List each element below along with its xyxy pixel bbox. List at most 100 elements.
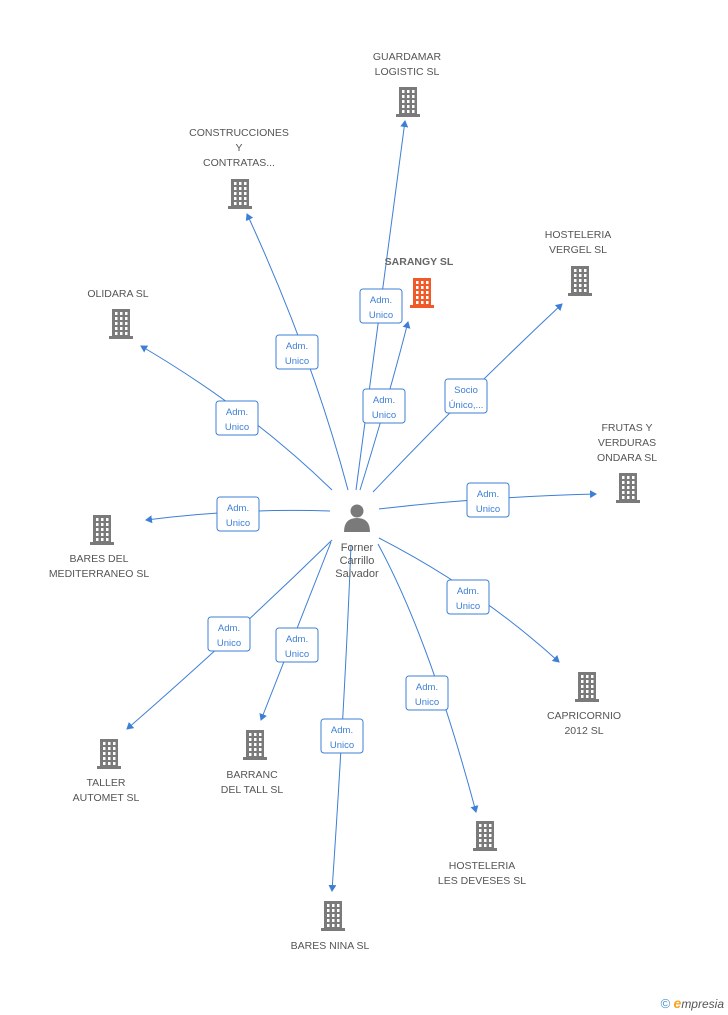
edge-label-text: Adm. xyxy=(227,503,249,514)
company-name-line: BARRANC xyxy=(226,769,278,781)
edge-label-text: Socio xyxy=(454,385,478,396)
company-name-line: GUARDAMAR xyxy=(373,51,442,63)
edge-label-box xyxy=(320,718,364,754)
edges-layer: Adm.UnicoAdm.UnicoAdm.UnicoSocioÚnico,..… xyxy=(126,120,597,892)
edge-label-sarangy[interactable]: Adm. Unico xyxy=(362,388,406,424)
company-node-sarangy[interactable]: SARANGY SL xyxy=(385,256,454,308)
edge-label-barranc[interactable]: Adm.Unico xyxy=(275,627,319,663)
edge-label-text: Adm. xyxy=(477,489,499,500)
edge-label-text: Adm. xyxy=(370,295,392,306)
edge-label-box xyxy=(275,627,319,663)
company-name-line: SARANGY SL xyxy=(385,256,454,268)
company-node-guardamar[interactable]: GUARDAMAR LOGISTIC SL xyxy=(373,51,442,117)
edge-label-frutas[interactable]: Adm.Unico xyxy=(466,482,510,518)
company-name: HOSTELERIA LES DEVESES SL xyxy=(438,860,526,887)
building-icon[interactable] xyxy=(410,278,434,308)
edge-label-hosteleria-deveses[interactable]: Adm.Unico xyxy=(405,675,449,711)
company-name-line: LOGISTIC SL xyxy=(375,66,440,78)
building-icon[interactable] xyxy=(575,672,599,702)
edge-label-text: Adm. xyxy=(457,586,479,597)
company-name-line: LES DEVESES SL xyxy=(438,875,526,887)
edge-barranc xyxy=(259,541,332,721)
company-name-line: AUTOMET SL xyxy=(73,792,140,804)
company-name-line: BARES DEL xyxy=(70,553,129,565)
edge-label-text: Unico xyxy=(369,310,393,321)
company-name: BARES NINA SL xyxy=(291,940,370,952)
building-icon[interactable] xyxy=(243,730,267,760)
building-icon[interactable] xyxy=(109,309,133,339)
edge-label-box xyxy=(207,616,251,652)
company-node-taller[interactable]: TALLER AUTOMET SL xyxy=(73,739,140,804)
building-icon[interactable] xyxy=(473,821,497,851)
brand-logo-initial: e xyxy=(673,995,682,1011)
person-icon xyxy=(344,504,370,532)
edge-label-capricornio[interactable]: Adm.Unico xyxy=(446,579,490,615)
company-name-line: DEL TALL SL xyxy=(221,784,284,796)
edge-label-box xyxy=(405,675,449,711)
company-name-line: CAPRICORNIO xyxy=(547,710,621,722)
edge-label-construcciones[interactable]: Adm.Unico xyxy=(275,334,319,370)
edge-label-box xyxy=(362,388,406,424)
edge-label-guardamar[interactable]: Adm. Unico xyxy=(359,288,403,324)
company-node-olidara[interactable]: OLIDARA SL xyxy=(87,288,149,339)
company-name-line: HOSTELERIA xyxy=(449,860,516,872)
edge-label-bares-nina[interactable]: Adm. Unico xyxy=(320,718,364,754)
edge-label-bares-mediterraneo[interactable]: Adm. Unico xyxy=(216,496,260,532)
person-name-line: Carrillo xyxy=(340,555,375,567)
building-icon[interactable] xyxy=(396,87,420,117)
company-name-line: FRUTAS Y xyxy=(602,422,653,434)
company-name: BARRANC DEL TALL SL xyxy=(221,769,284,796)
edge-label-box xyxy=(216,496,260,532)
building-icon[interactable] xyxy=(90,515,114,545)
edge-label-text: Adm. xyxy=(286,634,308,645)
building-icon[interactable] xyxy=(321,901,345,931)
company-node-hosteleria-deveses[interactable]: HOSTELERIA LES DEVESES SL xyxy=(438,821,526,887)
edge-label-text: Adm. xyxy=(416,682,438,693)
company-name-line: CONSTRUCCIONES xyxy=(189,127,289,139)
edge-label-text: Unico xyxy=(217,638,241,649)
edge-label-text: Unico xyxy=(330,740,354,751)
company-name-line: VERGEL SL xyxy=(549,244,607,256)
edge-label-box xyxy=(215,400,259,436)
edge-label-box xyxy=(275,334,319,370)
edge-label-text: Único,... xyxy=(449,400,484,411)
company-node-bares-nina[interactable]: BARES NINA SL xyxy=(291,901,370,952)
building-icon[interactable] xyxy=(568,266,592,296)
edge-label-text: Adm. xyxy=(373,395,395,406)
copyright-symbol: © xyxy=(660,996,671,1011)
company-name: SARANGY SL xyxy=(385,256,454,268)
edge-label-olidara[interactable]: Adm.Unico xyxy=(215,400,259,436)
edge-label-hosteleria-vergel[interactable]: SocioÚnico,... xyxy=(444,378,488,414)
building-icon[interactable] xyxy=(97,739,121,769)
person-name-line: Salvador xyxy=(335,568,379,580)
edge-label-text: Adm. xyxy=(226,407,248,418)
edge-label-taller[interactable]: Adm.Unico xyxy=(207,616,251,652)
company-name-line: BARES NINA SL xyxy=(291,940,370,952)
footer-credit[interactable]: © empresia xyxy=(661,995,724,1011)
building-icon[interactable] xyxy=(616,473,640,503)
company-name: OLIDARA SL xyxy=(87,288,148,300)
edge-label-text: Adm. xyxy=(286,341,308,352)
company-name-line: VERDURAS xyxy=(598,437,656,449)
company-name-line: HOSTELERIA xyxy=(545,229,612,241)
company-name-line: TALLER xyxy=(87,777,126,789)
building-icon[interactable] xyxy=(228,179,252,209)
edge-bares-nina xyxy=(328,544,352,892)
company-node-hosteleria-vergel[interactable]: HOSTELERIA VERGEL SL xyxy=(545,229,612,296)
edge-label-text: Unico xyxy=(372,410,396,421)
company-name-line: Y xyxy=(235,142,242,154)
brand-logo-text: mpresia xyxy=(681,997,724,1011)
edge-label-text: Adm. xyxy=(331,725,353,736)
edge-label-text: Unico xyxy=(226,518,250,529)
company-node-barranc[interactable]: BARRANC DEL TALL SL xyxy=(221,730,284,796)
